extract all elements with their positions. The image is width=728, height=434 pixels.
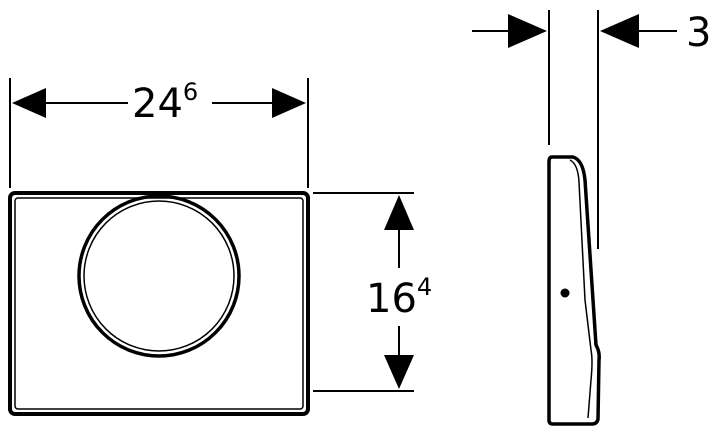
depth-arrow-left bbox=[508, 14, 547, 48]
flush-button-outer bbox=[77, 194, 241, 358]
front-view bbox=[8, 191, 310, 416]
depth-dimension bbox=[472, 10, 677, 249]
side-button-dot bbox=[560, 288, 570, 298]
height-arrow-top bbox=[384, 195, 414, 230]
height-value-main: 16 bbox=[366, 276, 417, 322]
side-view bbox=[547, 155, 601, 426]
height-arrow-bottom bbox=[384, 355, 414, 389]
width-arrow-right bbox=[272, 88, 306, 118]
depth-dimension-label: 3 bbox=[686, 10, 711, 56]
width-value-superscript: 6 bbox=[183, 78, 198, 106]
height-dimension-label: 164 bbox=[366, 273, 432, 322]
width-dimension bbox=[9, 78, 309, 188]
height-value-superscript: 4 bbox=[417, 273, 432, 301]
flush-button-inner bbox=[83, 200, 235, 352]
width-value-main: 24 bbox=[132, 81, 183, 127]
width-arrow-left bbox=[12, 88, 46, 118]
side-profile-outline bbox=[547, 155, 601, 426]
flush-plate-outline bbox=[8, 191, 310, 416]
height-dimension bbox=[313, 192, 414, 392]
flush-plate-inner-outline bbox=[14, 197, 304, 410]
side-profile-inner-line bbox=[569, 159, 593, 419]
depth-arrow-right bbox=[600, 14, 639, 48]
width-dimension-label: 246 bbox=[132, 78, 198, 127]
